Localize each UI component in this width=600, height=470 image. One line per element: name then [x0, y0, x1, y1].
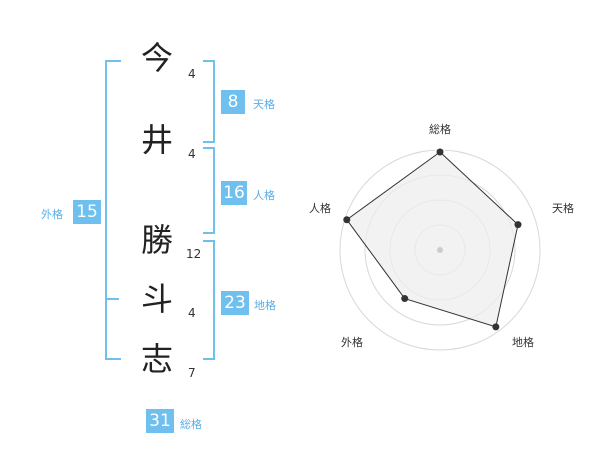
gaikaku-value: 15	[73, 200, 101, 224]
name-char-5: 志	[141, 340, 174, 378]
name-char-3: 勝	[141, 221, 174, 259]
radar-point-4	[401, 295, 409, 303]
chikaku-bracket	[203, 240, 215, 360]
chikaku-label: 地格	[254, 299, 276, 312]
jinkaku-bracket	[203, 147, 215, 234]
gaikaku-label: 外格	[41, 208, 63, 221]
jinkaku-label: 人格	[253, 189, 275, 202]
stroke-count-2: 4	[188, 147, 196, 161]
radar-axis-label-4: 外格	[341, 335, 363, 349]
name-char-1: 今	[141, 39, 174, 77]
stroke-count-3: 12	[186, 247, 202, 261]
radar-axis-label-2: 天格	[552, 201, 574, 215]
stroke-count-4: 4	[188, 306, 196, 320]
name-char-2: 井	[141, 121, 174, 159]
stroke-count-5: 7	[188, 366, 196, 380]
gaikaku-bracket	[105, 60, 121, 360]
gaikaku-bracket-tick	[105, 298, 119, 300]
stroke-count-1: 4	[188, 67, 196, 81]
jinkaku-value: 16	[221, 181, 247, 205]
radar-axis-label-1: 総格	[429, 122, 451, 136]
soukaku-value: 31	[146, 409, 174, 433]
name-char-4: 斗	[141, 280, 174, 318]
tenkaku-label: 天格	[253, 98, 275, 111]
radar-polygon	[346, 151, 519, 328]
radar-point-1	[436, 148, 444, 156]
radar-point-3	[492, 323, 500, 331]
radar-center	[437, 247, 443, 253]
soukaku-label: 総格	[180, 418, 202, 431]
radar-axis-label-3: 地格	[512, 335, 534, 349]
radar-axis-label-5: 人格	[309, 201, 331, 215]
radar-point-2	[514, 221, 522, 229]
tenkaku-value: 8	[221, 90, 245, 114]
tenkaku-bracket	[203, 60, 215, 143]
chikaku-value: 23	[221, 291, 249, 315]
radar-point-5	[343, 216, 351, 224]
